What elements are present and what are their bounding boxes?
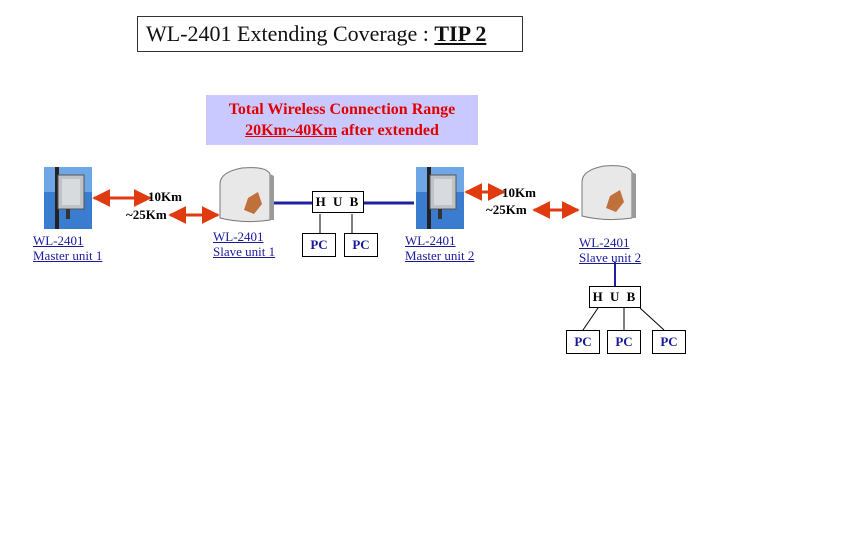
range-rest: after extended: [336, 122, 439, 139]
range-callout: Total Wireless Connection Range 20Km~40K…: [206, 95, 478, 145]
page-title: WL-2401 Extending Coverage : TIP 2: [137, 16, 523, 52]
link1-distance-bottom: ~25Km: [126, 207, 167, 222]
device-slave2-label: WL-2401 Slave unit 2: [579, 235, 642, 265]
pc-hub2-1: PC: [566, 330, 600, 354]
range-value: 20Km~40Km: [245, 122, 337, 139]
pc-hub1-2: PC: [344, 233, 378, 257]
hub-1: H U B: [312, 191, 364, 213]
device-slave1-label: WL-2401 Slave unit 1: [213, 229, 276, 259]
title-tip: TIP 2: [434, 21, 487, 46]
link1-distance-top: 10Km: [148, 189, 182, 204]
pc-hub2-2: PC: [607, 330, 641, 354]
antenna-master1-icon: [44, 167, 92, 229]
range-line2: 20Km~40Km after extended: [206, 120, 478, 141]
pc-hub1-1: PC: [302, 233, 336, 257]
antenna-slave1-icon: [219, 167, 274, 223]
hub-2: H U B: [589, 286, 641, 308]
antenna-master2-icon: [416, 167, 464, 229]
pc-hub2-3: PC: [652, 330, 686, 354]
device-master1-label: WL-2401 Master unit 1: [33, 233, 103, 263]
wire-hub2-pc3: [639, 307, 665, 331]
link2-distance-bottom: ~25Km: [486, 202, 527, 217]
title-prefix: WL-2401 Extending Coverage :: [146, 21, 435, 46]
device-master2-label: WL-2401 Master unit 2: [405, 233, 475, 263]
range-line1: Total Wireless Connection Range: [228, 101, 456, 118]
antenna-slave2-icon: [581, 165, 636, 221]
link2-distance-top: 10Km: [502, 185, 536, 200]
wire-hub2-pc1: [582, 307, 599, 331]
